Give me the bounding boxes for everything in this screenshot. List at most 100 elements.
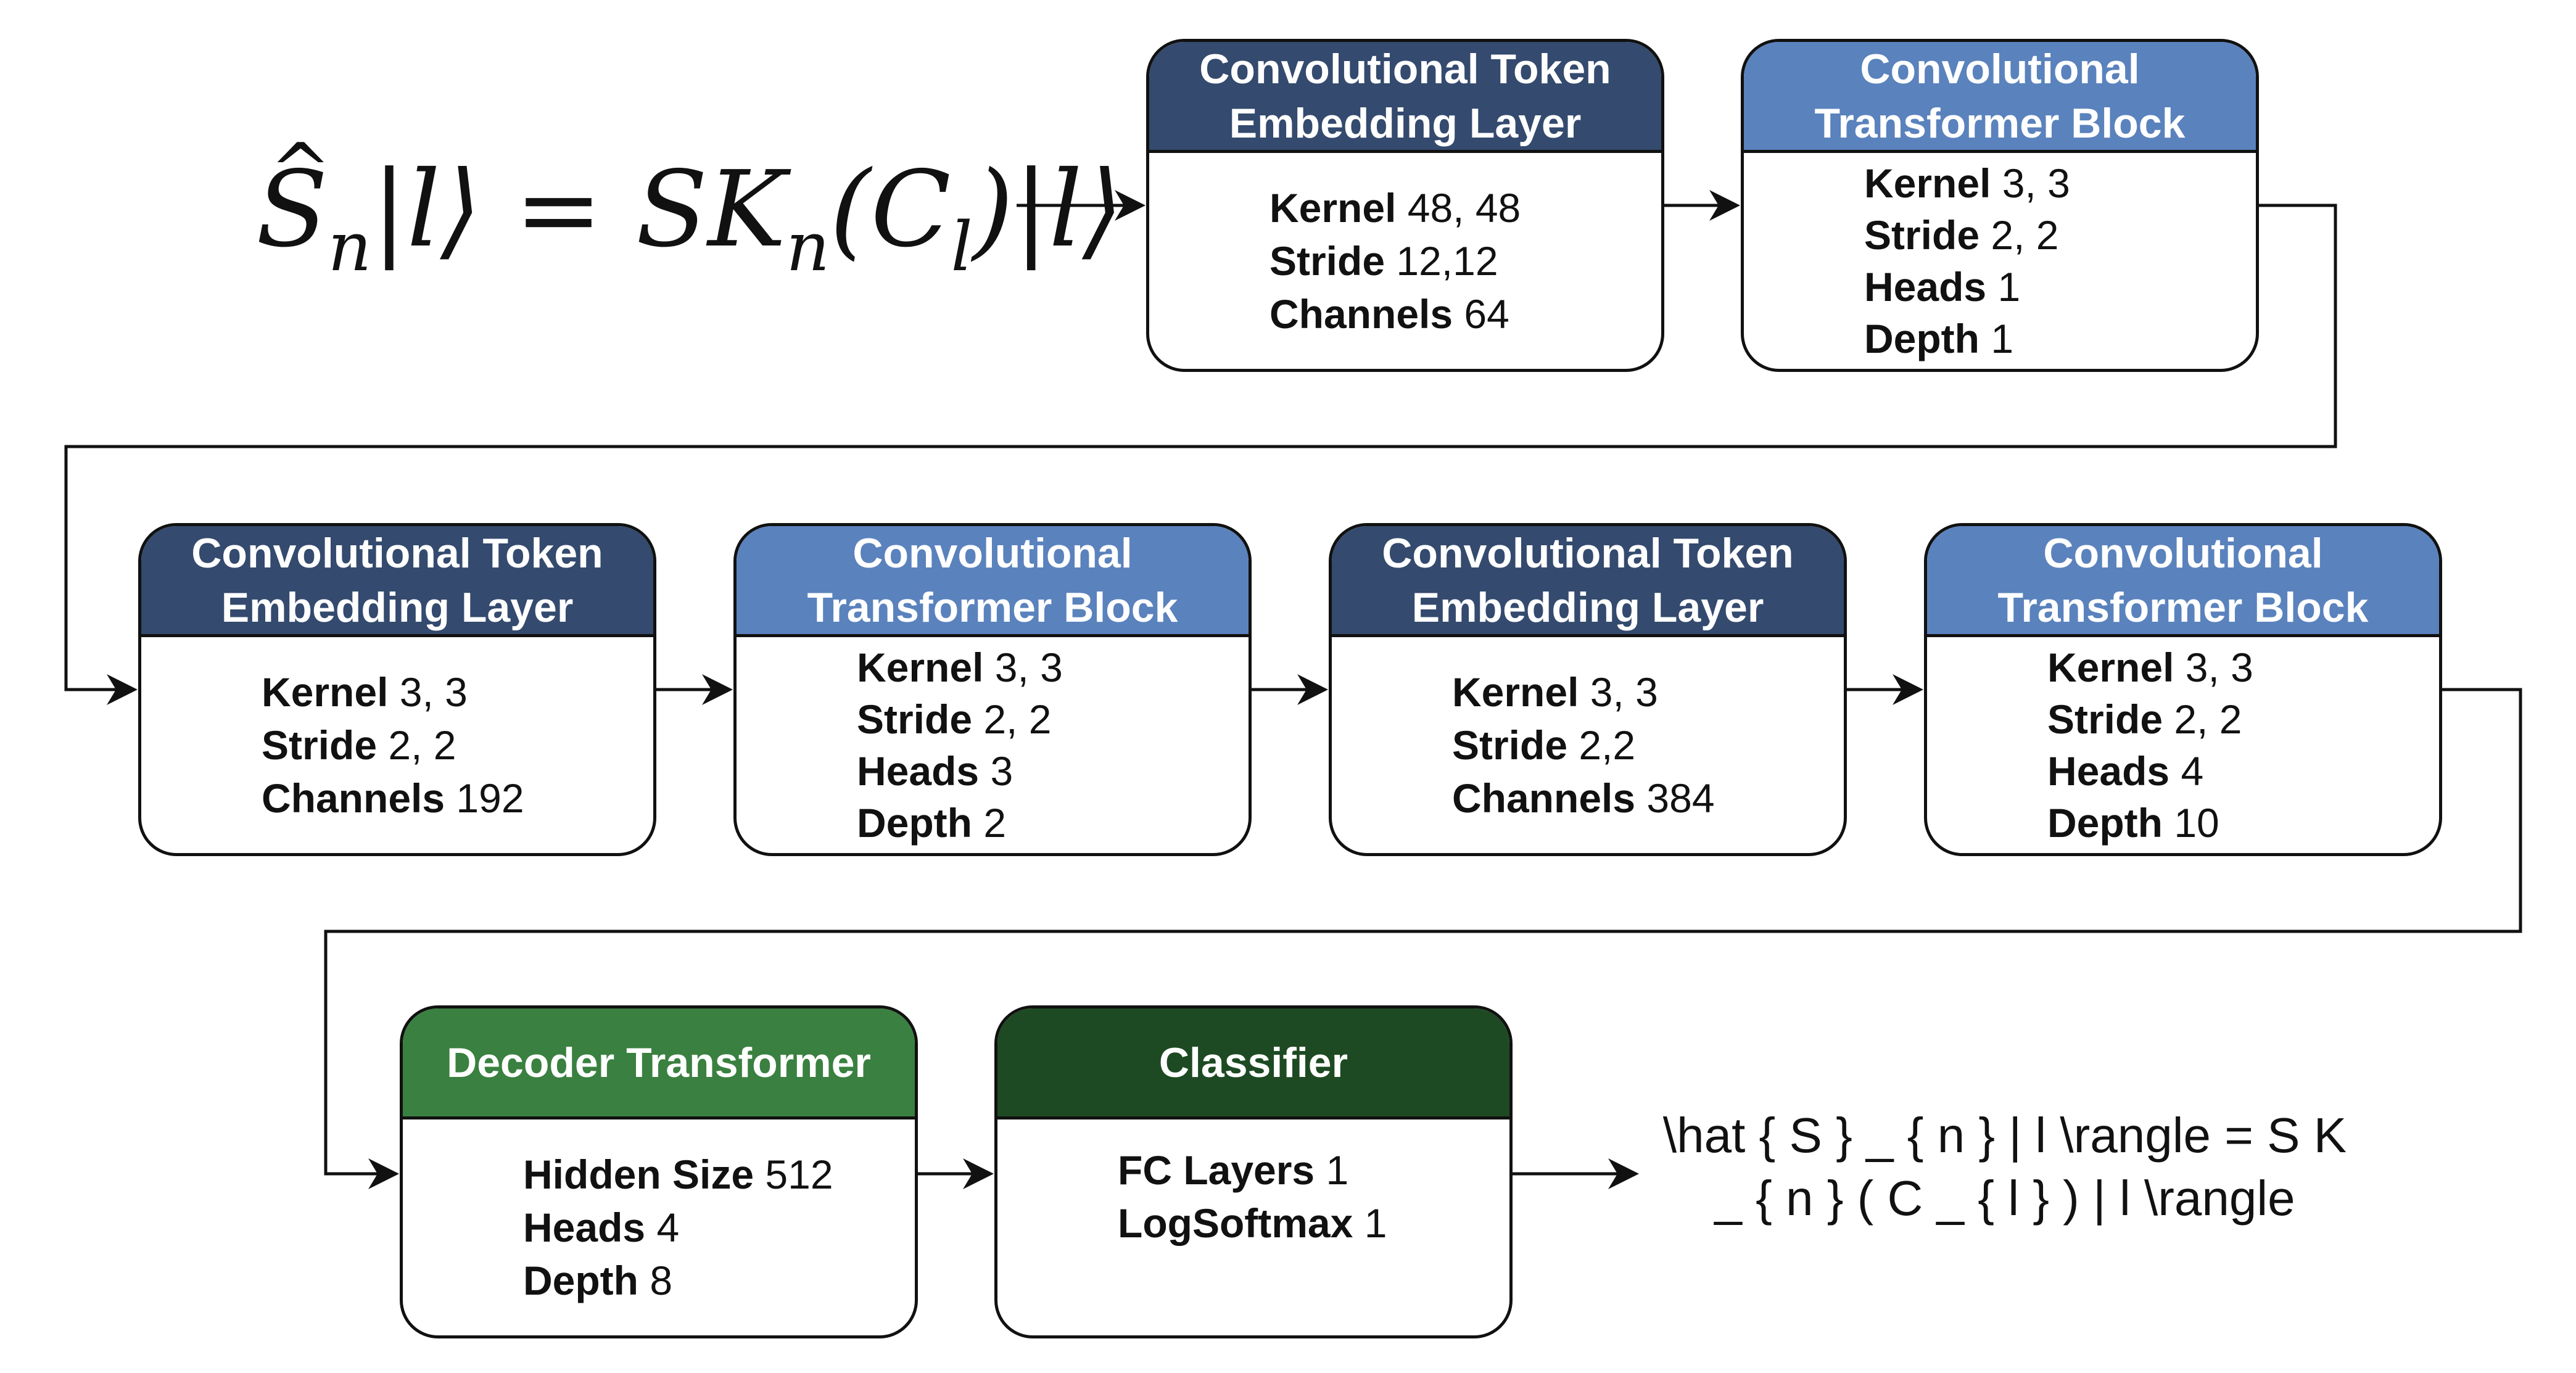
param-stride: Stride 2, 2 xyxy=(1864,209,2256,261)
param-key: Heads xyxy=(2047,748,2170,794)
block-title-line: Convolutional xyxy=(852,529,1133,577)
param-key: Kernel xyxy=(857,645,984,690)
param-channels: Channels 192 xyxy=(262,772,653,825)
param-value: 10 xyxy=(2174,800,2219,846)
param-key: Kernel xyxy=(262,669,389,715)
param-value: 512 xyxy=(765,1152,833,1197)
conv-transformer-block-2: Convolutional Transformer Block Kernel 3… xyxy=(733,523,1252,856)
formula-rhs-suffix: )|l⟩ xyxy=(972,149,1124,271)
output-formula-line: \hat { S } _ { n } | l \rangle = S K xyxy=(1662,1108,2347,1163)
block-title-line: Transformer Block xyxy=(807,583,1178,631)
param-value: 3, 3 xyxy=(2185,645,2253,690)
param-stride: Stride 2,2 xyxy=(1452,719,1844,772)
param-value: 2, 2 xyxy=(2174,696,2242,742)
param-value: 3, 3 xyxy=(399,669,468,715)
param-value: 4 xyxy=(656,1205,680,1250)
param-stride: Stride 2, 2 xyxy=(857,693,1249,745)
param-value: 192 xyxy=(456,775,524,821)
param-value: 48, 48 xyxy=(1407,185,1521,231)
param-key: Kernel xyxy=(1269,185,1397,231)
block-params: Kernel 3, 3 Stride 2, 2 Heads 3 Depth 2 xyxy=(737,637,1249,853)
param-channels: Channels 384 xyxy=(1452,772,1844,825)
block-params: Kernel 3, 3 Stride 2, 2 Channels 192 xyxy=(141,637,653,853)
block-header: Classifier xyxy=(997,1008,1509,1119)
param-heads: Heads 4 xyxy=(2047,745,2439,797)
param-heads: Heads 3 xyxy=(857,745,1249,797)
param-stride: Stride 2, 2 xyxy=(2047,693,2439,745)
param-key: Channels xyxy=(1269,291,1453,337)
param-kernel: Kernel 3, 3 xyxy=(262,666,653,719)
param-logsoftmax: LogSoftmax 1 xyxy=(1118,1197,1509,1250)
param-key: Hidden Size xyxy=(523,1152,754,1197)
param-key: Heads xyxy=(1864,264,1987,310)
param-kernel: Kernel 48, 48 xyxy=(1269,181,1661,234)
param-key: Stride xyxy=(1864,212,1980,258)
param-value: 12,12 xyxy=(1396,238,1498,284)
param-channels: Channels 64 xyxy=(1269,287,1661,340)
param-key: Depth xyxy=(523,1258,638,1303)
formula-lhs-subscript: n xyxy=(328,207,372,286)
input-formula: Sn|l⟩ = SKn(Cl)|l⟩ xyxy=(256,110,1124,308)
block-title-line: Convolutional xyxy=(2043,529,2323,577)
arrow-block2-to-block3 xyxy=(64,204,2337,705)
param-depth: Depth 2 xyxy=(857,797,1249,849)
param-depth: Depth 1 xyxy=(1864,313,2256,365)
param-key: Heads xyxy=(523,1205,646,1250)
param-key: Channels xyxy=(1452,775,1636,821)
block-title-line: Transformer Block xyxy=(1814,99,2186,147)
param-value: 4 xyxy=(2181,748,2204,794)
conv-token-embedding-block-3: Convolutional Token Embedding Layer Kern… xyxy=(1329,523,1847,856)
param-value: 2 xyxy=(983,800,1007,846)
block-title-line: Convolutional Token xyxy=(191,529,603,577)
formula-rhs-subscript-l: l xyxy=(951,207,973,286)
param-kernel: Kernel 3, 3 xyxy=(857,641,1249,693)
param-value: 2,2 xyxy=(1579,722,1636,768)
param-key: Channels xyxy=(262,775,445,821)
param-key: Stride xyxy=(857,696,973,742)
param-hidden-size: Hidden Size 512 xyxy=(523,1148,915,1201)
param-stride: Stride 12,12 xyxy=(1269,234,1661,287)
param-value: 2, 2 xyxy=(983,696,1052,742)
param-value: 1 xyxy=(1326,1147,1349,1193)
param-kernel: Kernel 3, 3 xyxy=(2047,641,2439,693)
param-key: Kernel xyxy=(1864,160,1991,206)
block-header: Convolutional Token Embedding Layer xyxy=(1149,42,1661,153)
param-key: FC Layers xyxy=(1118,1147,1315,1193)
block-title-line: Decoder Transformer xyxy=(447,1039,871,1086)
param-kernel: Kernel 3, 3 xyxy=(1864,157,2256,209)
param-key: Depth xyxy=(2047,800,2163,846)
block-title-line: Classifier xyxy=(1158,1039,1348,1086)
block-params: Kernel 3, 3 Stride 2,2 Channels 384 xyxy=(1332,637,1844,853)
param-depth: Depth 10 xyxy=(2047,797,2439,849)
formula-rhs-mid: (C xyxy=(830,149,951,271)
output-formula-text: \hat { S } _ { n } | l \rangle = S K _ {… xyxy=(1629,1104,2381,1230)
param-value: 1 xyxy=(1997,264,2021,310)
param-value: 3, 3 xyxy=(2002,160,2070,206)
param-key: LogSoftmax xyxy=(1118,1200,1353,1246)
block-title-line: Convolutional Token xyxy=(1199,45,1611,93)
block-params: Kernel 48, 48 Stride 12,12 Channels 64 xyxy=(1149,153,1661,369)
param-fc-layers: FC Layers 1 xyxy=(1118,1144,1509,1197)
param-value: 3, 3 xyxy=(994,645,1063,690)
param-heads: Heads 4 xyxy=(523,1201,915,1254)
param-stride: Stride 2, 2 xyxy=(262,719,653,772)
param-key: Depth xyxy=(1864,316,1979,361)
block-title-line: Embedding Layer xyxy=(1411,583,1764,631)
param-kernel: Kernel 3, 3 xyxy=(1452,666,1844,719)
param-value: 3, 3 xyxy=(1590,669,1658,715)
block-header: Convolutional Transformer Block xyxy=(1927,526,2439,637)
param-key: Heads xyxy=(857,748,980,794)
block-params: FC Layers 1 LogSoftmax 1 xyxy=(997,1119,1509,1335)
param-key: Kernel xyxy=(2047,645,2174,690)
block-title-line: Embedding Layer xyxy=(1229,99,1582,147)
block-params: Kernel 3, 3 Stride 2, 2 Heads 1 Depth 1 xyxy=(1744,153,2256,369)
classifier-block: Classifier FC Layers 1 LogSoftmax 1 xyxy=(994,1005,1513,1338)
block-header: Convolutional Token Embedding Layer xyxy=(1332,526,1844,637)
formula-rhs-subscript-n: n xyxy=(786,207,830,286)
param-key: Stride xyxy=(1452,722,1568,768)
conv-token-embedding-block-2: Convolutional Token Embedding Layer Kern… xyxy=(138,523,656,856)
output-formula-line: _ { n } ( C _ { l } ) | l \rangle xyxy=(1714,1171,2295,1226)
param-value: 2, 2 xyxy=(388,722,456,768)
